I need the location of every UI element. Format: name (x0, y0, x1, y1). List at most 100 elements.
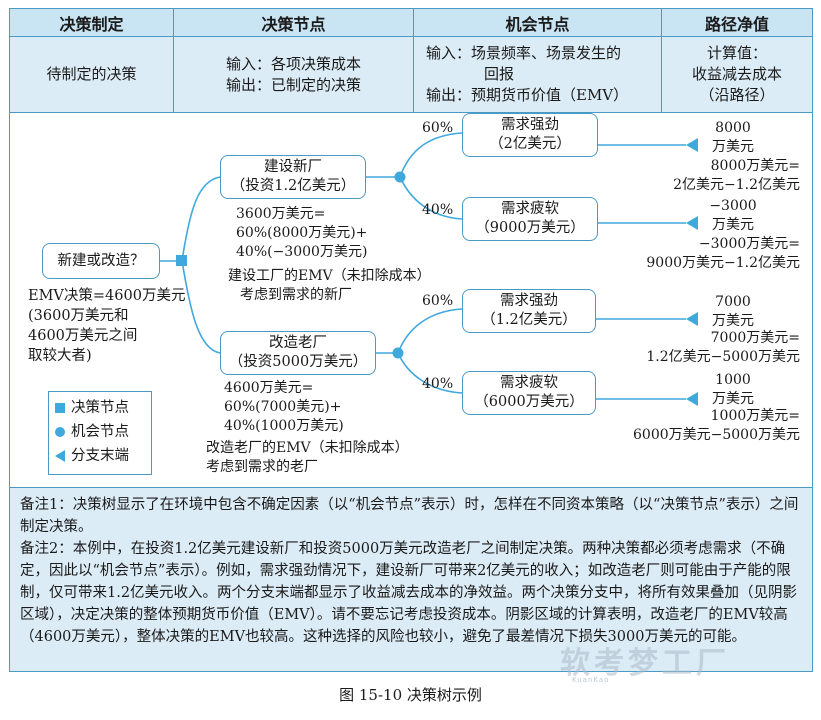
emv-decision-text: EMV决策=4600万美元 (3600万美元和 4600万美元之间 取较大者) (28, 286, 185, 366)
cell-line: 计算值： (706, 44, 767, 62)
legend-item-end: 分支末端 (55, 444, 145, 468)
watermark-small-text: KuanKao (572, 676, 610, 684)
legend-item-chance: 机会节点 (55, 420, 145, 444)
end-formula: −3000万美元= 9000万美元−1.2亿美元 (610, 235, 800, 273)
prob-label: 60% (422, 120, 454, 136)
prob-label: 60% (422, 293, 454, 309)
formula-line: 8000万美元= (710, 158, 800, 174)
note-1: 备注1：决策树显示了在环境中包含不确定因素（以“机会节点”表示）时，怎样在不同资… (20, 497, 799, 535)
option-title: 建设新厂 (264, 159, 322, 175)
triangle-icon (55, 450, 65, 462)
branch-end-triangle-icon (686, 312, 698, 326)
emv-line: (3600万美元和 (28, 308, 129, 324)
formula-line: 7000万美元= (710, 330, 800, 346)
legend-label: 机会节点 (71, 424, 129, 440)
legend-item-decision: 决策节点 (55, 396, 145, 420)
outcome-box: 需求强劲 （1.2亿美元） (462, 289, 596, 333)
option-old-note: 改造老厂的EMV（未扣除成本） 考虑到需求的老厂 (206, 439, 409, 477)
formula-line: 6000万美元−5000万美元 (633, 427, 800, 443)
prob-label: 40% (422, 202, 454, 218)
end-value: −3000 万美元 (702, 197, 764, 235)
outcome-subtitle: （9000万美元） (475, 220, 585, 236)
tree-connectors (160, 132, 698, 406)
chance-node-circle-icon (392, 347, 404, 359)
option-new-plant-box: 建设新厂 （投资1.2亿美元） (220, 155, 366, 199)
note-line: 建设工厂的EMV（未扣除成本） (228, 268, 431, 284)
outcome-title: 需求强劲 (501, 117, 559, 133)
formula-line: 1000万美元= (710, 408, 800, 424)
cell-path-value: 计算值： 收益减去成本 （沿路径） (662, 37, 812, 113)
formula-line: 9000万美元−1.2亿美元 (646, 255, 800, 271)
end-value-number: 7000 (715, 294, 751, 310)
end-value-number: −3000 (709, 198, 757, 214)
outcome-box: 需求疲软 （9000万美元） (462, 197, 598, 241)
end-value-number: 1000 (715, 372, 751, 388)
option-old-plant-box: 改造老厂 （投资5000万美元） (220, 331, 376, 375)
end-formula: 7000万美元= 1.2亿美元−5000万美元 (606, 329, 800, 367)
option-new-calc: 3600万美元= 60%(8000万美元)+ 40%(−3000万美元) (236, 205, 367, 262)
cell-chance-node: 输入：场景频率、场景发生的 回报 输出：预期货币价值（EMV） (414, 37, 662, 113)
formula-line: 1.2亿美元−5000万美元 (646, 349, 800, 365)
calc-line: 60%(8000万美元)+ (236, 225, 368, 241)
calc-line: 60%(7000美元)+ (224, 399, 342, 415)
cell-decision-node: 输入：各项决策成本 输出：已制定的决策 (174, 37, 414, 113)
cell-line: 收益减去成本 (691, 65, 782, 83)
outcome-subtitle: （6000万美元） (474, 394, 584, 410)
circle-icon (55, 427, 65, 437)
outcome-title: 需求疲软 (500, 375, 558, 391)
decision-node-square-icon (176, 255, 187, 266)
square-icon (55, 403, 65, 413)
header-decision-node: 决策节点 (174, 9, 414, 37)
outcome-box: 需求疲软 （6000万美元） (462, 371, 596, 415)
cell-line: （沿路径） (699, 86, 775, 104)
legend-label: 分支末端 (71, 448, 129, 464)
cell-line: 输出：预期货币价值（EMV） (426, 86, 629, 104)
watermark-logo: 软考梦工厂 (560, 646, 730, 681)
emv-line: 取较大者) (28, 348, 92, 364)
end-value-unit: 万美元 (712, 217, 754, 233)
emv-line: 4600万美元之间 (28, 328, 138, 344)
cell-line: 回报 (484, 65, 515, 83)
notes-section: 备注1：决策树显示了在环境中包含不确定因素（以“机会节点”表示）时，怎样在不同资… (10, 487, 812, 671)
formula-line: −3000万美元= (698, 236, 800, 252)
end-value-unit: 万美元 (712, 313, 754, 329)
cell-line: 输入：各项决策成本 (225, 54, 361, 73)
root-decision-box: 新建或改造？ (42, 243, 160, 279)
option-new-note: 建设工厂的EMV（未扣除成本） 考虑到需求的新厂 (228, 267, 431, 305)
cell-text: 待制定的决策 (46, 65, 137, 83)
end-formula: 8000万美元= 2亿美元−1.2亿美元 (632, 157, 800, 195)
option-old-calc: 4600万美元= 60%(7000美元)+ 40%(1000万美元) (224, 379, 344, 436)
option-subtitle: （投资5000万美元） (228, 354, 368, 370)
calc-line: 40%(−3000万美元) (236, 244, 368, 260)
calc-line: 4600万美元= (224, 380, 314, 396)
cell-line: 输出：已制定的决策 (225, 75, 361, 94)
header-decision-making: 决策制定 (10, 9, 174, 37)
legend: 决策节点 机会节点 分支末端 (48, 391, 152, 475)
outcome-box: 需求强劲 （2亿美元） (462, 113, 598, 157)
emv-line: EMV决策=4600万美元 (28, 288, 186, 304)
end-value-number: 8000 (715, 120, 751, 136)
end-value: 7000 万美元 (702, 293, 764, 331)
outcome-title: 需求疲软 (501, 201, 559, 217)
outcome-title: 需求强劲 (500, 293, 558, 309)
end-formula: 1000万美元= 6000万美元−5000万美元 (600, 407, 800, 445)
note-line: 考虑到需求的老厂 (206, 459, 318, 475)
end-value-unit: 万美元 (712, 391, 754, 407)
cell-line: 输入：场景频率、场景发生的 (426, 44, 622, 62)
header-chance-node: 机会节点 (414, 9, 662, 37)
calc-line: 3600万美元= (236, 206, 326, 222)
branch-end-triangle-icon (686, 216, 698, 230)
end-value: 1000 万美元 (702, 371, 764, 409)
note-line: 考虑到需求的新厂 (240, 287, 352, 303)
branch-end-triangle-icon (686, 138, 698, 152)
end-value: 8000 万美元 (702, 119, 764, 157)
formula-line: 2亿美元−1.2亿美元 (673, 177, 800, 193)
option-title: 改造老厂 (269, 335, 327, 351)
prob-label: 40% (422, 376, 454, 392)
branch-end-triangle-icon (686, 392, 698, 406)
chance-node-circle-icon (394, 171, 406, 183)
outcome-subtitle: （1.2亿美元） (481, 312, 577, 328)
cell-decision-to-make: 待制定的决策 (10, 37, 174, 113)
option-subtitle: （投资1.2亿美元） (230, 178, 356, 194)
legend-label: 决策节点 (71, 400, 129, 416)
